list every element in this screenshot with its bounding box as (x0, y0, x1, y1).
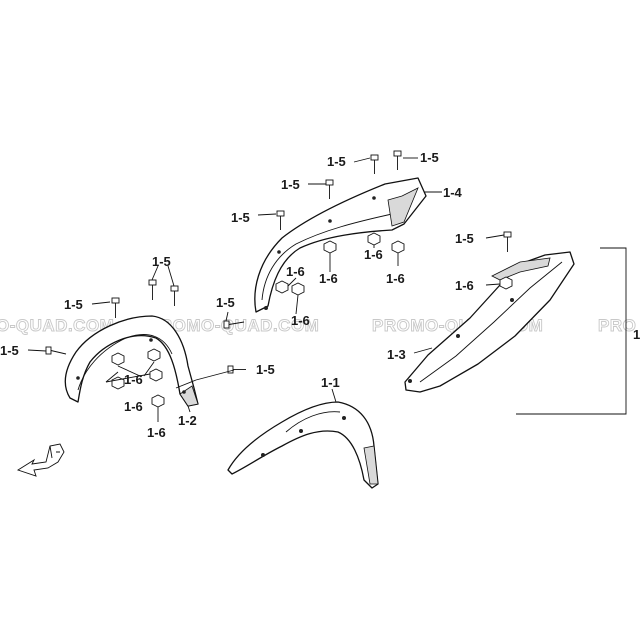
callout-1-6: 1-6 (319, 271, 338, 286)
callout-1-6: 1-6 (386, 271, 405, 286)
callout-1-6: 1-6 (364, 247, 383, 262)
bolt (503, 231, 512, 252)
callout-1-5: 1-5 (256, 362, 275, 377)
nut (275, 280, 289, 294)
nut (147, 348, 161, 362)
callout-1-5: 1-5 (420, 150, 439, 165)
nuts (111, 232, 513, 408)
callout-1-4: 1-4 (443, 185, 463, 200)
bolt (45, 346, 67, 355)
bolt (276, 210, 285, 230)
callout-1-6: 1-6 (147, 425, 166, 440)
bolt (325, 179, 334, 199)
callout-1-6: 1-6 (124, 399, 143, 414)
callout-1-assembly: 1 (633, 327, 640, 342)
part-1-2-left-guard (64, 315, 199, 407)
bolt (223, 320, 245, 329)
callout-1-6: 1-6 (124, 372, 143, 387)
bolt (170, 285, 179, 306)
callout-1-1: 1-1 (321, 375, 340, 390)
part-1-3-side-cover (404, 251, 575, 393)
watermark-text-2: PROMO-QUAD.COM (148, 316, 319, 335)
front-direction-arrow-icon (16, 443, 65, 477)
callout-1-5: 1-5 (327, 154, 346, 169)
nut (499, 276, 513, 290)
callout-labels: 1-5 1-5 1-5 1-5 1-5 1-5 1-5 1-5 1-5 1-5 … (0, 150, 640, 440)
callout-1-5: 1-5 (152, 254, 171, 269)
watermark-text-1: O-QUAD.COM (0, 316, 114, 335)
callout-1-6: 1-6 (291, 313, 310, 328)
bolt (370, 154, 379, 174)
callout-1-5: 1-5 (0, 343, 19, 358)
bolt (227, 365, 246, 374)
nut (367, 232, 381, 246)
callout-1-5: 1-5 (216, 295, 235, 310)
nut (323, 240, 337, 254)
callout-1-5: 1-5 (455, 231, 474, 246)
nut (111, 352, 125, 366)
leader-lines (27, 157, 627, 422)
callout-1-3: 1-3 (387, 347, 406, 362)
callout-1-5: 1-5 (64, 297, 83, 312)
bolt (148, 279, 157, 300)
nut (151, 394, 165, 408)
bolt (393, 150, 402, 170)
nut (391, 240, 405, 254)
bolts (45, 150, 512, 374)
callout-1-5: 1-5 (281, 177, 300, 192)
callout-1-2: 1-2 (178, 413, 197, 428)
watermark: O-QUAD.COM PROMO-QUAD.COM PROMO-QUAD.COM… (0, 316, 636, 336)
callout-1-6: 1-6 (286, 264, 305, 279)
callout-1-5: 1-5 (231, 210, 250, 225)
bolt (111, 297, 120, 318)
nut (149, 368, 163, 382)
part-1-1-lower-guard (227, 401, 379, 489)
watermark-text-4: PRO (598, 316, 636, 335)
nut (291, 282, 305, 296)
part-1-4-upper-guard (254, 177, 427, 313)
callout-1-6: 1-6 (455, 278, 474, 293)
